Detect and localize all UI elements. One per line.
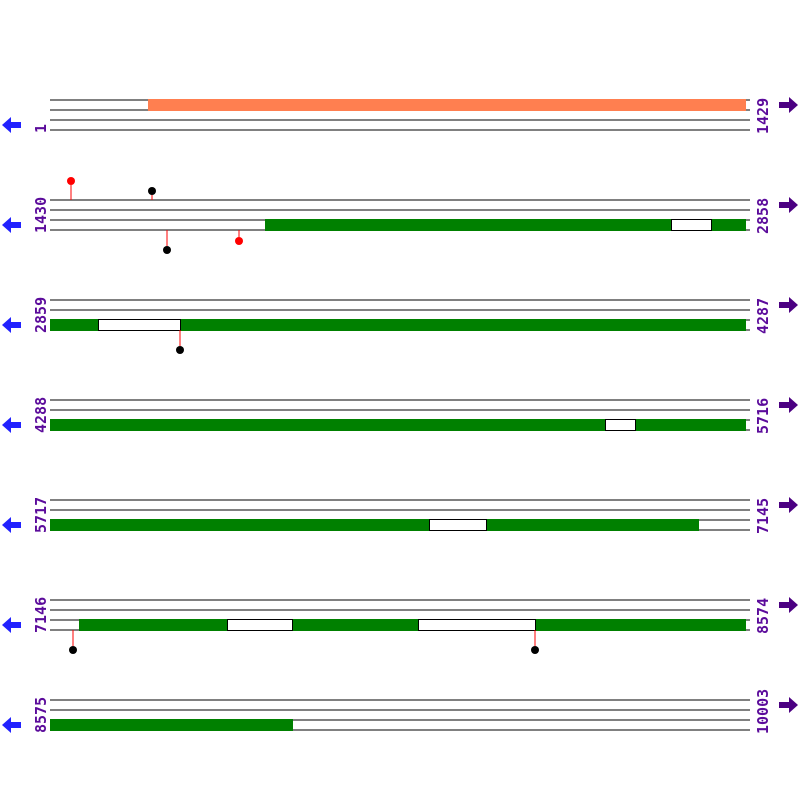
intron-gap-box — [227, 619, 293, 631]
end-coordinate-label: 8574 — [754, 598, 772, 634]
feature-bar — [79, 619, 227, 631]
feature-bar — [636, 419, 746, 431]
feature-bar — [536, 619, 746, 631]
feature-bar — [50, 319, 98, 331]
signal-dot — [531, 646, 539, 654]
end-coordinate-label: 4287 — [754, 298, 772, 334]
sequence-row: 7146 8574 — [2, 597, 798, 654]
feature-bar — [181, 319, 746, 331]
right-arrow-icon[interactable] — [779, 697, 798, 713]
end-coordinate-label: 1429 — [754, 98, 772, 134]
left-arrow-icon[interactable] — [2, 317, 21, 333]
intron-gap-box — [605, 419, 636, 431]
start-coordinate-label: 8575 — [32, 697, 50, 733]
end-coordinate-label: 7145 — [754, 498, 772, 534]
sequence-row: 4288 5716 — [2, 397, 798, 434]
signal-dot — [69, 646, 77, 654]
intron-gap-box — [671, 219, 712, 231]
feature-bar — [50, 719, 293, 731]
sequence-row: 2859 4287 — [2, 297, 798, 354]
signal-dot — [148, 187, 156, 195]
signal-dot — [67, 177, 75, 185]
start-coordinate-label: 5717 — [32, 497, 50, 533]
right-arrow-icon[interactable] — [779, 97, 798, 113]
feature-bar — [50, 419, 605, 431]
start-coordinate-label: 2859 — [32, 297, 50, 333]
sequence-row: 1 1429 — [2, 97, 798, 134]
start-coordinate-label: 7146 — [32, 597, 50, 633]
left-arrow-icon[interactable] — [2, 417, 21, 433]
feature-bar — [487, 519, 699, 531]
feature-bar — [148, 99, 746, 111]
intron-gap-box — [429, 519, 487, 531]
left-arrow-icon[interactable] — [2, 517, 21, 533]
right-arrow-icon[interactable] — [779, 297, 798, 313]
right-arrow-icon[interactable] — [779, 497, 798, 513]
right-arrow-icon[interactable] — [779, 597, 798, 613]
feature-bar — [50, 519, 429, 531]
left-arrow-icon[interactable] — [2, 617, 21, 633]
signal-dot — [235, 237, 243, 245]
start-coordinate-label: 4288 — [32, 397, 50, 433]
right-arrow-icon[interactable] — [779, 197, 798, 213]
end-coordinate-label: 5716 — [754, 398, 772, 434]
signal-dot — [176, 346, 184, 354]
intron-gap-box — [418, 619, 536, 631]
feature-bar — [712, 219, 746, 231]
start-coordinate-label: 1 — [32, 124, 50, 133]
intron-gap-box — [98, 319, 181, 331]
feature-bar — [265, 219, 671, 231]
sequence-row: 1430 2858 — [2, 177, 798, 254]
sequence-row: 8575 10003 — [2, 689, 798, 734]
left-arrow-icon[interactable] — [2, 717, 21, 733]
end-coordinate-label: 2858 — [754, 198, 772, 234]
end-coordinate-label: 10003 — [754, 689, 772, 734]
left-arrow-icon[interactable] — [2, 117, 21, 133]
signal-dot — [163, 246, 171, 254]
left-arrow-icon[interactable] — [2, 217, 21, 233]
sequence-row: 5717 7145 — [2, 497, 798, 534]
feature-bar — [293, 619, 418, 631]
start-coordinate-label: 1430 — [32, 197, 50, 233]
right-arrow-icon[interactable] — [779, 397, 798, 413]
